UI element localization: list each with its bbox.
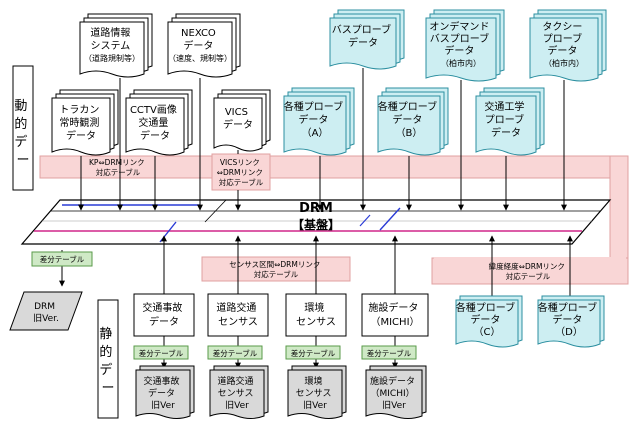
- dynamic-doc-text: VICS データ: [223, 107, 253, 131]
- diff-table-drm: 差分テーブル: [31, 251, 93, 267]
- drm-old-version: DRM 旧Ver.: [9, 291, 83, 331]
- drm-platform: DRM 【基盤】: [20, 199, 612, 245]
- probe-doc-traffic-eng: 交通工学 プローブ データ: [475, 87, 545, 156]
- census-link-table-label: センサス区間⇔DRMリンク 対応テーブル: [229, 260, 322, 279]
- probe-doc-b: 各種プローブ データ （B）: [377, 87, 449, 156]
- source-doc-text: 道路情報 システム （道路規制等）: [84, 26, 140, 63]
- static-label-text: 静 的 デ ー: [99, 327, 116, 396]
- dynamic-doc-trakan: トラカン 常時観測 データ: [51, 89, 119, 156]
- probe-doc-d: 各種プローブ データ （D）: [537, 295, 605, 348]
- drm-title: DRM: [299, 201, 333, 216]
- source-doc-text: NEXCO データ （速度、規制等）: [168, 28, 232, 63]
- static-box-text: 道路交通 センサス: [216, 301, 259, 328]
- static-box-env-census: 環境 センサス: [285, 293, 347, 337]
- probe-doc-text: オンデマンド バスプローブ データ （柏市内）: [429, 20, 492, 68]
- diff-tables-static: 差分テーブル 差分テーブル 差分テーブル 差分テーブル: [133, 345, 417, 360]
- link-table-band: [39, 155, 629, 285]
- probe-doc-c: 各種プローブ データ （C）: [455, 295, 523, 348]
- static-old-accident: 交通事故 データ 旧Ver: [135, 365, 195, 419]
- static-old-text: 施設データ （MICHI） 旧Ver: [370, 375, 418, 411]
- probe-doc-text: 各種プローブ データ （A）: [284, 100, 347, 139]
- static-box-text: 交通事故 データ: [142, 301, 185, 328]
- static-box-accident: 交通事故 データ: [133, 293, 195, 337]
- connector-arrows: [59, 68, 573, 369]
- probe-doc-text: バスプローブ データ: [332, 23, 395, 49]
- latlon-link-table-label: 緯度経度⇔DRMリンク 対応テーブル: [489, 261, 568, 281]
- drm-subtitle: 【基盤】: [292, 217, 340, 232]
- static-box-facility: 施設データ （MICHI）: [361, 293, 429, 337]
- probe-doc-bus: バスプローブ データ: [329, 9, 405, 70]
- static-box-text: 施設データ （MICHI）: [368, 301, 421, 328]
- probe-doc-text: 各種プローブ データ （B）: [378, 100, 441, 139]
- probe-doc-text: 交通工学 プローブ データ: [484, 100, 527, 139]
- probe-doc-a: 各種プローブ データ （A）: [283, 87, 355, 156]
- probe-doc-text: タクシー プローブ データ （柏市内）: [542, 21, 585, 68]
- static-box-road-census: 道路交通 センサス: [207, 293, 269, 337]
- vics-link-table-label: VICSリンク ⇔DRMリンク 対応テーブル: [217, 158, 266, 187]
- diff-table-label: 差分テーブル: [213, 348, 258, 358]
- dynamic-doc-vics: VICS データ: [213, 89, 271, 152]
- dynamic-label-text: 動 的 デ ー: [14, 99, 31, 168]
- dynamic-section-label: 動 的 デ ー: [12, 65, 34, 191]
- diff-table-label: 差分テーブル: [139, 348, 184, 358]
- dynamic-doc-cctv: CCTV画像 交通量 データ: [125, 89, 193, 156]
- probe-doc-text: 各種プローブ データ （C）: [456, 301, 519, 338]
- static-old-text: 環境 センサス 旧Ver: [296, 375, 335, 411]
- drm-old-text: DRM 旧Ver.: [33, 302, 59, 324]
- source-doc-nexco: NEXCO データ （速度、規制等）: [167, 13, 241, 78]
- source-doc-road-info: 道路情報 システム （道路規制等）: [79, 13, 153, 78]
- static-old-facility: 施設データ （MICHI） 旧Ver: [365, 365, 427, 419]
- static-box-text: 環境 センサス: [296, 301, 336, 328]
- static-old-text: 道路交通 センサス 旧Ver: [218, 375, 257, 411]
- diff-table-label: 差分テーブル: [40, 254, 85, 264]
- static-old-road-census: 道路交通 センサス 旧Ver: [209, 365, 269, 419]
- probe-doc-taxi: タクシー プローブ データ （柏市内）: [529, 9, 607, 82]
- diff-table-label: 差分テーブル: [291, 348, 336, 358]
- probe-doc-ondemand: オンデマンド バスプローブ データ （柏市内）: [425, 9, 505, 82]
- static-old-text: 交通事故 データ 旧Ver: [144, 375, 183, 411]
- probe-doc-text: 各種プローブ データ （D）: [538, 301, 601, 338]
- census-link-table: センサス区間⇔DRMリンク 対応テーブル: [201, 256, 351, 282]
- static-section-label: 静 的 デ ー: [97, 299, 119, 419]
- diff-table-label: 差分テーブル: [367, 348, 412, 358]
- static-old-env-census: 環境 センサス 旧Ver: [287, 365, 347, 419]
- kp-link-table-label: KP⇔DRMリンク 対応テーブル: [89, 158, 147, 177]
- dynamic-doc-text: CCTV画像 交通量 データ: [130, 104, 180, 142]
- vics-link-table: VICSリンク ⇔DRMリンク 対応テーブル: [211, 153, 271, 191]
- dynamic-doc-text: トラカン 常時観測 データ: [59, 104, 102, 142]
